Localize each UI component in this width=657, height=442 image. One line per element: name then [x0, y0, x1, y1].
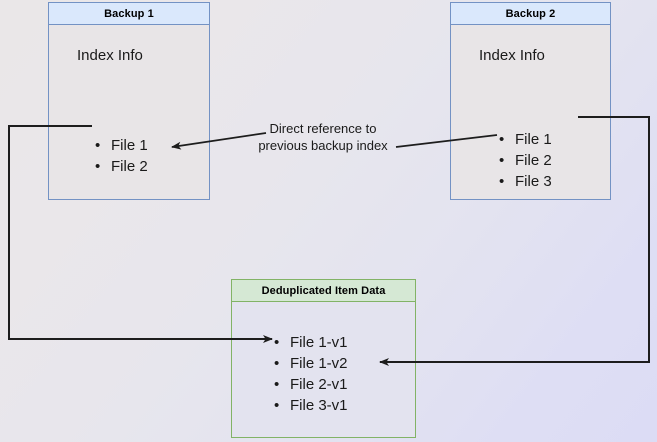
backup1-file-list: File 1 File 2 [95, 135, 148, 177]
direct-reference-line-1: Direct reference to [269, 121, 377, 136]
direct-reference-line-2: previous backup index [258, 138, 388, 153]
dedup-header-label: Deduplicated Item Data [232, 280, 415, 302]
list-item: File 1-v1 [274, 332, 348, 353]
backup2-header-label: Backup 2 [451, 3, 610, 25]
backup1-body: Index Info File 1 File 2 [49, 25, 209, 199]
dedup-body: File 1-v1 File 1-v2 File 2-v1 File 3-v1 [232, 302, 415, 437]
deduplicated-item-data-box[interactable]: Deduplicated Item Data File 1-v1 File 1-… [231, 279, 416, 438]
list-item: File 3-v1 [274, 395, 348, 416]
direct-reference-annotation: Direct reference to previous backup inde… [243, 120, 403, 154]
dedup-item-list: File 1-v1 File 1-v2 File 2-v1 File 3-v1 [274, 332, 348, 416]
list-item: File 2 [499, 150, 552, 171]
list-item: File 2-v1 [274, 374, 348, 395]
list-item: File 3 [499, 171, 552, 192]
backup1-index-info-label: Index Info [77, 47, 143, 64]
list-item: File 1 [95, 135, 148, 156]
list-item: File 2 [95, 156, 148, 177]
backup1-box[interactable]: Backup 1 Index Info File 1 File 2 [48, 2, 210, 200]
list-item: File 1 [499, 129, 552, 150]
backup2-file-list: File 1 File 2 File 3 [499, 129, 552, 192]
backup2-body: Index Info File 1 File 2 File 3 [451, 25, 610, 199]
list-item: File 1-v2 [274, 353, 348, 374]
backup2-index-info-label: Index Info [479, 47, 545, 64]
backup2-box[interactable]: Backup 2 Index Info File 1 File 2 File 3 [450, 2, 611, 200]
backup1-header-label: Backup 1 [49, 3, 209, 25]
